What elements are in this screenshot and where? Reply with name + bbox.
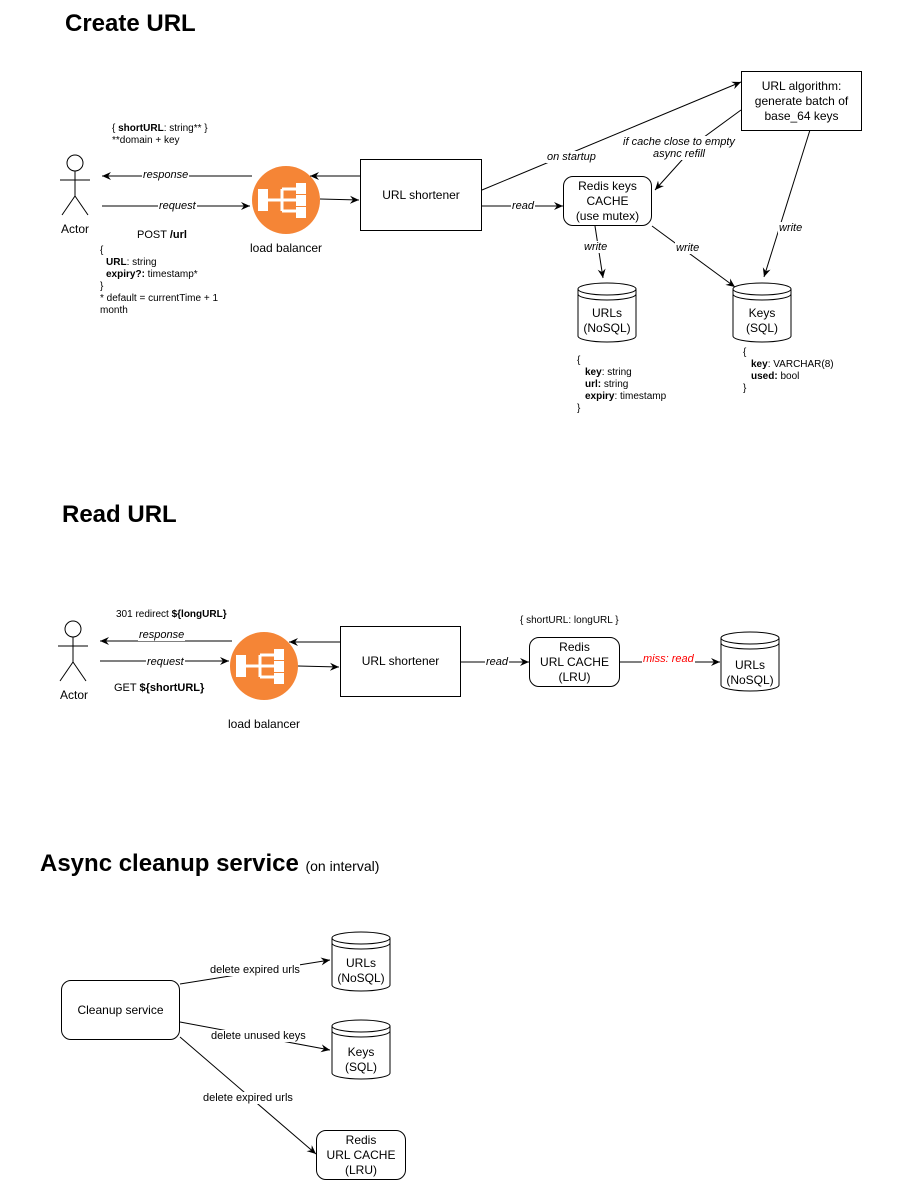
urls-nosql-db[interactable]: URLs (NoSQL) bbox=[726, 658, 774, 687]
edge-label-on-startup: on startup bbox=[546, 151, 597, 163]
redirect-note: 301 redirect ${longURL} bbox=[116, 609, 227, 620]
edge-label-delete-expired-urls: delete expired urls bbox=[210, 964, 300, 976]
urls-nosql-db[interactable]: URLs (NoSQL) bbox=[337, 956, 385, 985]
get-endpoint-label: GET ${shortURL} bbox=[114, 682, 205, 694]
section-title-cleanup: Async cleanup service (on interval) bbox=[40, 850, 379, 878]
database-cylinder-icon bbox=[577, 282, 637, 343]
edge-label-request: request bbox=[158, 200, 197, 212]
keys-sql-db[interactable]: Keys (SQL) bbox=[344, 1045, 377, 1074]
load-balancer-label: load balancer bbox=[250, 241, 323, 255]
edge-label-delete-unused-keys: delete unused keys bbox=[211, 1030, 306, 1042]
load-balancer-icon bbox=[230, 632, 298, 700]
load-balancer-icon bbox=[252, 166, 320, 234]
database-cylinder-icon bbox=[732, 282, 792, 343]
redis-url-cache-node[interactable]: Redis URL CACHE (LRU) bbox=[316, 1130, 406, 1180]
edge-write-keys bbox=[651, 225, 736, 288]
database-cylinder-icon bbox=[331, 931, 391, 992]
section-title-read: Read URL bbox=[62, 501, 177, 528]
urls-schema-note: { key: string url: string expiry: timest… bbox=[577, 355, 667, 414]
redis-url-cache-node[interactable]: Redis URL CACHE (LRU) bbox=[529, 637, 620, 687]
edge-label-read: read bbox=[511, 200, 536, 212]
edge-label-write-urls: write bbox=[583, 241, 609, 253]
section-title-create: Create URL bbox=[65, 10, 196, 37]
keys-schema-note: { key: VARCHAR(8) used: bool } bbox=[743, 347, 834, 394]
cleanup-subtitle: (on interval) bbox=[305, 858, 380, 874]
edge-lb-to-shortener bbox=[297, 662, 340, 671]
url-algorithm-node[interactable]: URL algorithm: generate batch of base_64… bbox=[741, 71, 862, 131]
actor-label: Actor bbox=[60, 688, 89, 702]
url-shortener-node[interactable]: URL shortener bbox=[360, 159, 482, 231]
edge-label-write-keys: write bbox=[675, 242, 701, 254]
cache-note: { shortURL: longURL } bbox=[520, 615, 619, 626]
actor-icon bbox=[60, 154, 90, 216]
edge-label-delete-expired-urls-redis: delete expired urls bbox=[203, 1092, 293, 1104]
edge-label-read: read bbox=[485, 656, 510, 668]
edge-label-write-algo: write bbox=[778, 222, 804, 234]
edge-label-miss-read: miss: read bbox=[642, 653, 695, 665]
edge-label-async-refill: if cache close to empty async refill bbox=[620, 136, 738, 160]
edge-lb-to-shortener bbox=[319, 195, 360, 204]
edge-label-response: response bbox=[142, 169, 190, 181]
post-endpoint-label: POST /url bbox=[137, 229, 187, 241]
urls-nosql-db[interactable]: URLs (NoSQL) bbox=[583, 306, 631, 335]
edge-label-response: response bbox=[138, 629, 186, 641]
url-shortener-node[interactable]: URL shortener bbox=[340, 626, 461, 697]
redis-keys-cache-node[interactable]: Redis keys CACHE (use mutex) bbox=[563, 176, 652, 226]
database-cylinder-icon bbox=[331, 1019, 391, 1080]
cleanup-title-text: Async cleanup service bbox=[40, 850, 299, 877]
edge-label-refill-line2: async refill bbox=[653, 148, 705, 160]
edge-on-startup bbox=[481, 81, 742, 191]
load-balancer-label: load balancer bbox=[228, 717, 301, 731]
database-cylinder-icon bbox=[720, 631, 780, 692]
edge-write-algo bbox=[762, 129, 811, 278]
actor-label: Actor bbox=[61, 222, 90, 236]
request-body-note: { URL: string expiry?: timestamp* } * de… bbox=[100, 245, 219, 316]
edge-label-request: request bbox=[146, 656, 185, 668]
actor-icon bbox=[58, 620, 88, 682]
cleanup-service-node[interactable]: Cleanup service bbox=[61, 980, 180, 1040]
response-note: { shortURL: string** } **domain + key bbox=[112, 123, 208, 146]
edge-label-refill-line1: if cache close to empty bbox=[623, 136, 735, 148]
keys-sql-db[interactable]: Keys (SQL) bbox=[745, 306, 778, 335]
